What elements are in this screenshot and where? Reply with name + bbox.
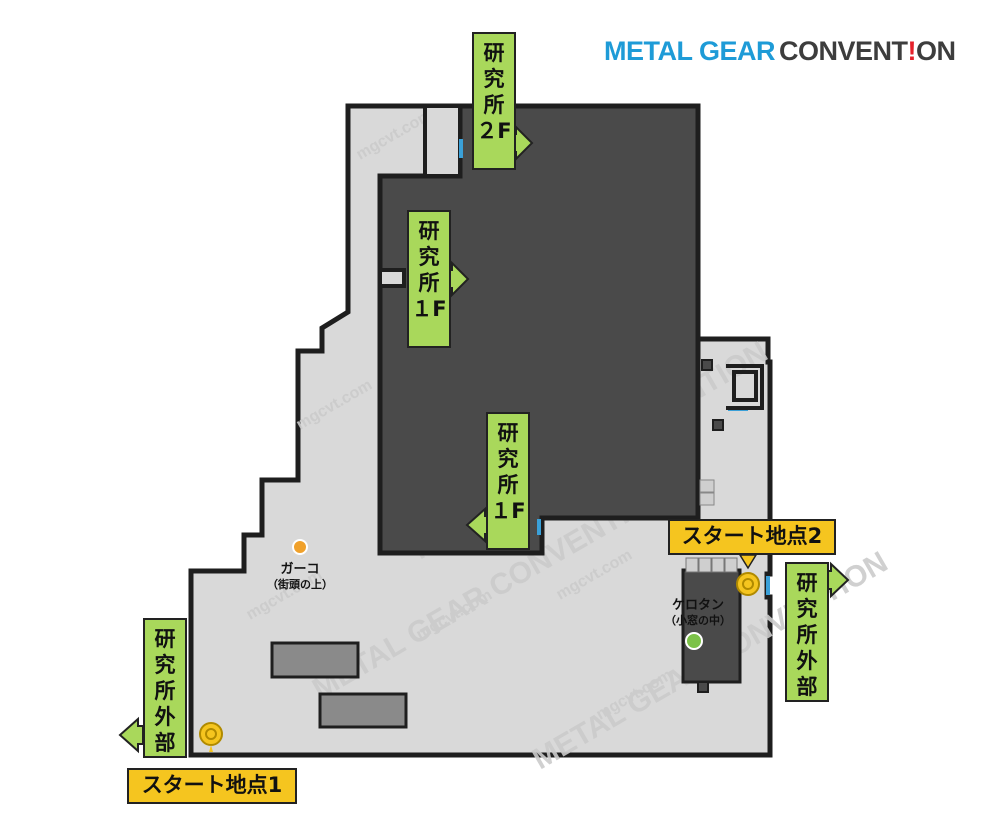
window-grid xyxy=(685,557,738,573)
obstacle xyxy=(270,641,360,679)
crate xyxy=(699,479,715,493)
start-marker-2 xyxy=(736,554,760,596)
npc-label-garko: ガーコ （街頭の上） xyxy=(267,562,333,591)
npc-dot-garko xyxy=(292,539,308,555)
wall-notch xyxy=(378,268,406,288)
exit-label-lab-outside[interactable]: 研究所外部 xyxy=(143,618,187,758)
kerotan-box xyxy=(681,568,742,684)
crate xyxy=(699,492,715,506)
exit-label-lab-2f[interactable]: 研究所２F xyxy=(472,32,516,170)
exit-label-lab-1f[interactable]: 研究所１F xyxy=(407,210,451,348)
start-label-1: スタート地点1 xyxy=(127,768,297,804)
start-marker-1 xyxy=(199,722,223,752)
exit-label-lab-outside[interactable]: 研究所外部 xyxy=(785,562,829,702)
obstacle xyxy=(318,692,408,729)
arrow-outside-left xyxy=(118,716,144,754)
corridor-room xyxy=(423,104,462,178)
start-label-2: スタート地点2 xyxy=(668,519,836,555)
exit-label-lab-1f[interactable]: 研究所１F xyxy=(486,412,530,550)
small-room xyxy=(726,364,764,410)
npc-label-kerotan: ケロタン （小窓の中） xyxy=(665,598,731,627)
npc-dot-kerotan xyxy=(685,632,703,650)
